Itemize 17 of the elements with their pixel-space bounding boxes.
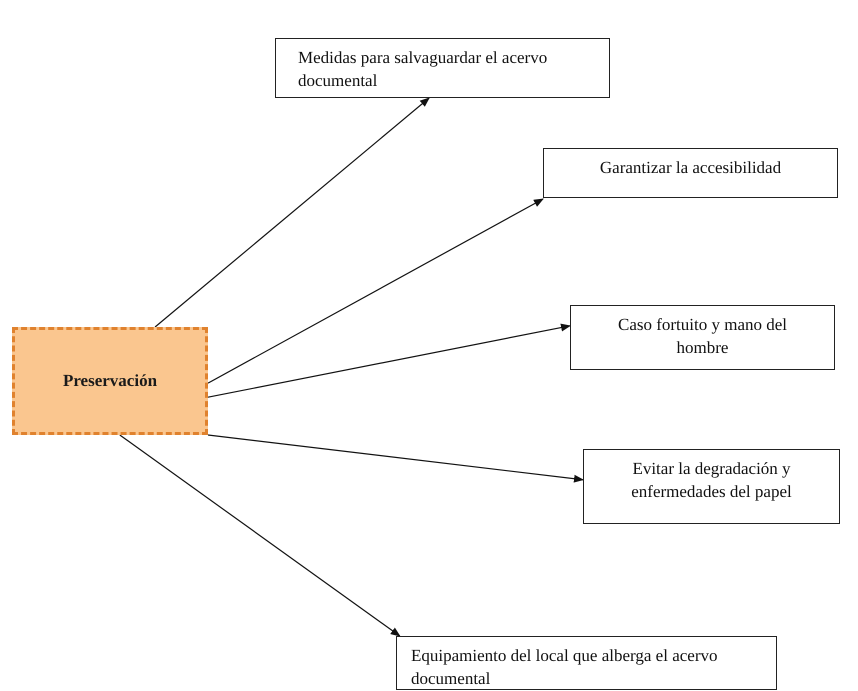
node-text: Medidas para salvaguardar el acervo documental [298,48,548,90]
text-box [275,38,610,98]
node-text: Preservación [62,371,158,391]
arrow [208,324,571,398]
arrow [208,434,584,483]
node-text: Caso fortuito y mano del hombre [618,315,788,357]
node-text: Garantizar la accesibilidad [600,158,782,177]
text-box [570,305,835,370]
text-box [396,636,777,690]
arrow [119,434,401,637]
arrow [208,198,544,384]
arrow [154,97,430,328]
node-text: Equipamiento del local que alberga el acervo documental [411,646,718,688]
text-box [543,148,838,198]
topic-box [12,327,208,435]
text-box [583,449,840,524]
node-text: Evitar la degradación y enfermedades del papel [631,459,792,501]
